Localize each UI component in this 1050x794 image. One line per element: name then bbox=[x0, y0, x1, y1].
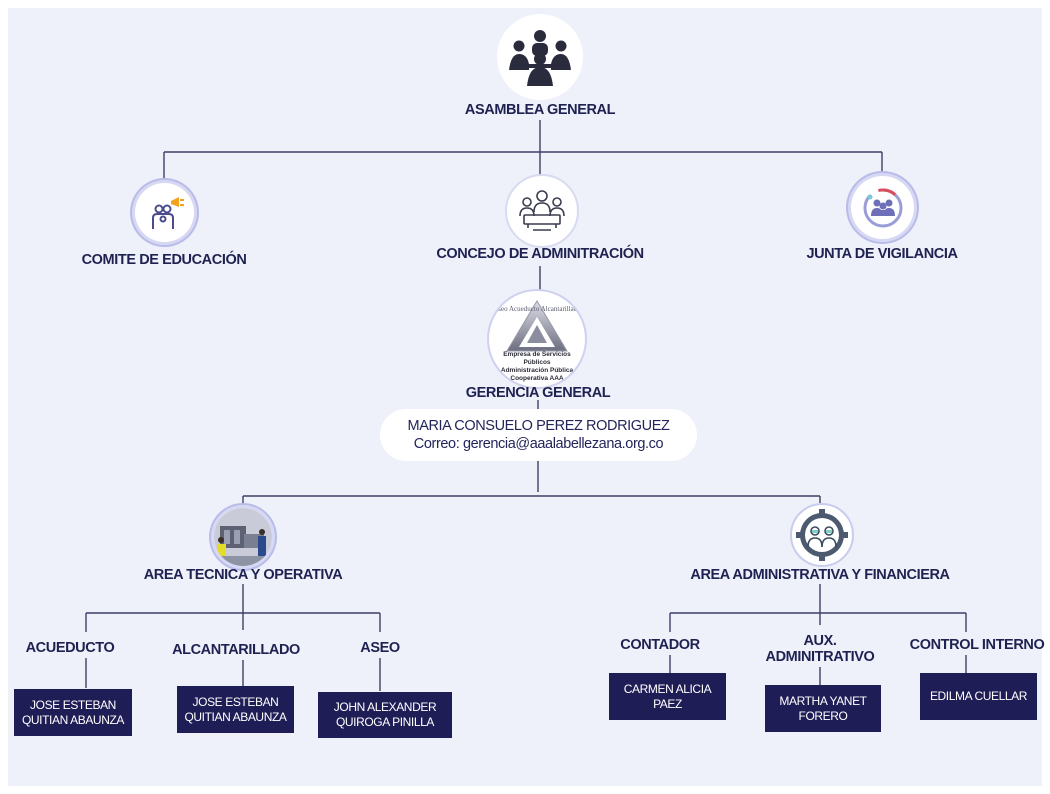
junta-icon-circle bbox=[851, 176, 914, 239]
area-tecnica-icon-circle bbox=[214, 508, 272, 566]
acueducto-label: ACUEDUCTO bbox=[25, 640, 115, 656]
comite-label: COMITE DE EDUCACIÓN bbox=[81, 252, 247, 268]
operations-photo-icon bbox=[214, 508, 272, 566]
oversight-people-cycle-icon bbox=[863, 188, 902, 227]
aux-person-box: MARTHA YANET FORERO bbox=[765, 685, 881, 732]
comite-icon-circle bbox=[135, 183, 194, 242]
junta-label: JUNTA DE VIGILANCIA bbox=[806, 246, 958, 262]
control-person-box: EDILMA CUELLAR bbox=[920, 673, 1037, 720]
board-meeting-icon bbox=[519, 190, 565, 231]
concejo-label: CONCEJO DE ADMINITRACIÓN bbox=[436, 246, 644, 262]
gerencia-label: GERENCIA GENERAL bbox=[465, 385, 611, 401]
gerente-email: Correo: gerencia@aaalabellezana.org.co bbox=[413, 436, 664, 452]
asamblea-icon-circle bbox=[497, 14, 583, 100]
gerente-name: MARIA CONSUELO PEREZ RODRIGUEZ bbox=[407, 418, 670, 434]
meeting-group-icon bbox=[509, 30, 571, 86]
aux-label: AUX. ADMINITRATIVO bbox=[765, 633, 875, 665]
administration-gear-people-icon bbox=[796, 509, 848, 561]
control-label: CONTROL INTERNO bbox=[909, 637, 1045, 653]
area-admin-icon-circle bbox=[790, 503, 854, 567]
org-chart-canvas bbox=[8, 8, 1042, 786]
aseo-label: ASEO bbox=[360, 640, 400, 656]
aseo-person-box: JOHN ALEXANDER QUIROGA PINILLA bbox=[318, 692, 452, 738]
asamblea-label: ASAMBLEA GENERAL bbox=[464, 102, 616, 118]
contador-label: CONTADOR bbox=[620, 637, 700, 653]
education-megaphone-icon bbox=[151, 196, 184, 229]
logo-line1: Empresa de Servicios Públicos bbox=[503, 351, 571, 366]
contador-person-box: CARMEN ALICIA PAEZ bbox=[609, 673, 726, 720]
gerente-card: MARIA CONSUELO PEREZ RODRIGUEZ Correo: g… bbox=[380, 409, 697, 461]
alcantarillado-label: ALCANTARILLADO bbox=[172, 642, 300, 658]
logo-line3: Cooperativa AAA bbox=[510, 375, 564, 382]
area-tecnica-label: AREA TECNICA Y OPERATIVA bbox=[143, 567, 343, 583]
area-admin-label: AREA ADMINISTRATIVA Y FINANCIERA bbox=[690, 567, 950, 583]
logo-arc-text: Aseo Acueducto Alcantarillado bbox=[493, 305, 581, 313]
concejo-icon-circle bbox=[505, 174, 579, 248]
acueducto-person-box: JOSE ESTEBAN QUITIAN ABAUNZA bbox=[14, 689, 132, 736]
gerencia-logo-circle: Aseo Acueducto Alcantarillado Empresa de… bbox=[489, 291, 585, 387]
logo-caption: Empresa de Servicios Públicos Administra… bbox=[489, 351, 585, 383]
company-logo-icon bbox=[506, 300, 568, 352]
alcantarillado-person-box: JOSE ESTEBAN QUITIAN ABAUNZA bbox=[177, 686, 294, 733]
logo-line2: Administración Pública bbox=[500, 367, 574, 374]
